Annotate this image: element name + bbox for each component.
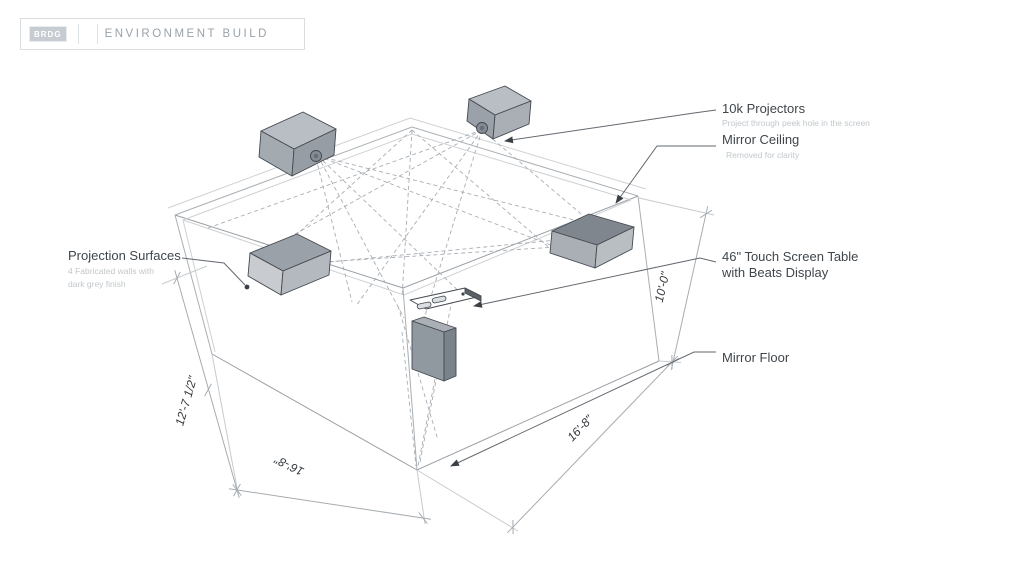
callout-10k-projectors: 10k Projectors Project through peek hole… [722,101,870,128]
leader-lines [181,109,717,467]
dimension-label: 16'-8" [272,452,306,478]
callout-touch-table: 46" Touch Screen Table with Beats Displa… [721,249,858,280]
callout-label: 46" Touch Screen Table [722,249,858,264]
dimension-right-height: 10'-0" [638,197,715,370]
slide-header: BRDG ENVIRONMENT BUILD [20,18,305,50]
callout-note: Project through peek hole in the screen [722,118,870,128]
callout-note: Removed for clarity [726,150,800,160]
header-divider [77,24,79,44]
dimension-label: 12'-7 1/2" [172,374,200,427]
callout-label: Mirror Floor [722,350,790,365]
callout-label: Mirror Ceiling [722,132,799,147]
dimension-label: 10'-0" [652,270,673,304]
callout-mirror-floor: Mirror Floor [722,350,790,365]
projector-mid-right [549,213,635,269]
callout-note: dark grey finish [68,279,126,289]
leader-mirror-ceiling [615,145,716,204]
dimension-bottom-right-width: 16'-8" [416,354,682,535]
leader-10k-projectors [504,109,717,144]
callout-label: Projection Surfaces [68,248,181,263]
dimension-label: 16'-8" [564,412,596,444]
callout-label: with Beats Display [721,265,829,280]
leader-mirror-floor [450,351,716,467]
touch-table [409,287,482,382]
header-divider [96,24,98,44]
slide-title: ENVIRONMENT BUILD [104,28,269,40]
callout-projection-surfaces: Projection Surfaces 4 Fabricated walls w… [68,248,181,289]
projector-top-right [466,85,532,140]
callout-note: 4 Fabricated walls with [68,266,154,276]
leader-projection-surfaces [181,257,246,286]
leader-dot [244,284,250,290]
dimension-left-height: 12'-7 1/2" [161,265,241,498]
callout-label: 10k Projectors [722,101,806,116]
dimension-bottom-left-width: 16'-8" [229,452,431,525]
projector-top-left [258,111,337,177]
projector-mid-left [247,233,332,296]
brdg-logo: BRDG [29,26,67,42]
callout-mirror-ceiling: Mirror Ceiling Removed for clarity [722,132,800,160]
leader-touch-table [473,257,717,308]
beats-headphones [416,292,465,310]
